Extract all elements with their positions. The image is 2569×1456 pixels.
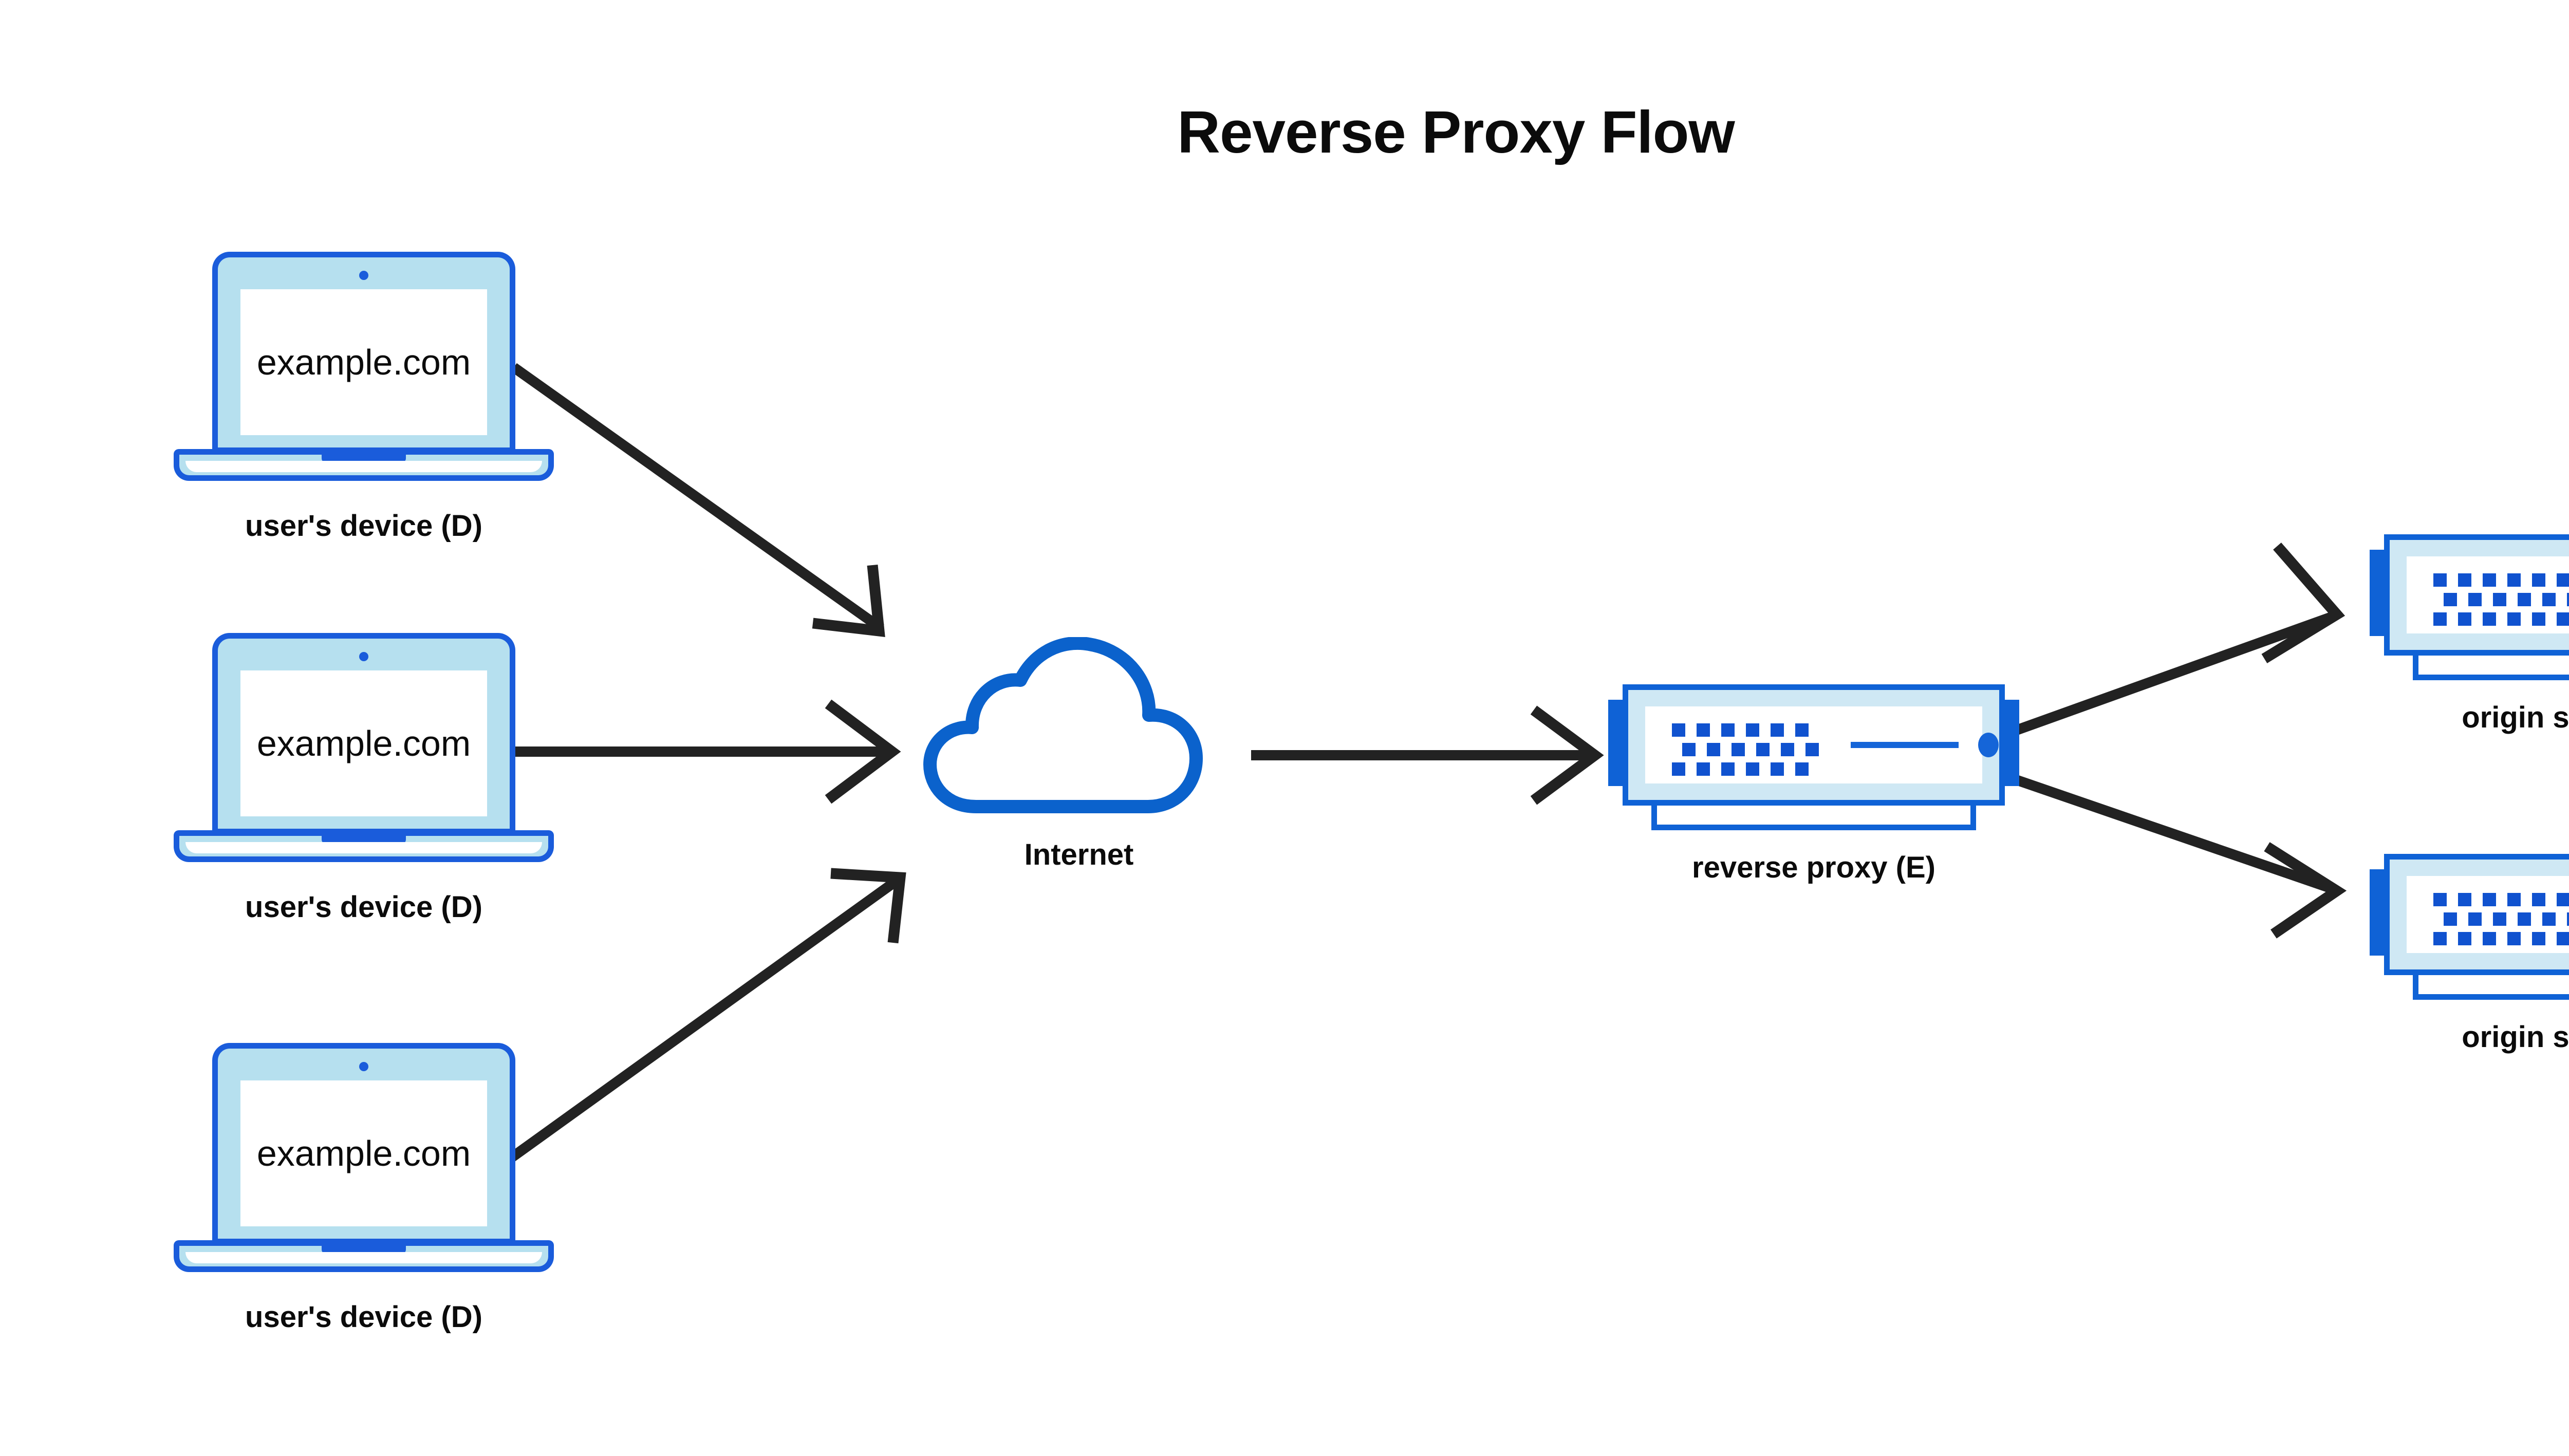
camera-icon bbox=[359, 1062, 368, 1071]
server-led-grid bbox=[2433, 893, 2569, 951]
node-origin-server-2[interactable]: origin server (F) bbox=[2370, 843, 2569, 1054]
node-origin-server-1[interactable]: origin server (F) bbox=[2370, 523, 2569, 734]
node-label-reverse-proxy: reverse proxy (E) bbox=[1692, 851, 1935, 884]
laptop-lid: example.com bbox=[212, 1043, 515, 1244]
server-status-line bbox=[1851, 742, 1959, 748]
laptop-lid: example.com bbox=[212, 633, 515, 834]
server-shelf bbox=[2413, 651, 2569, 680]
screen-url-text: example.com bbox=[256, 723, 471, 763]
server-status-dot bbox=[1978, 733, 1999, 757]
laptop-base bbox=[174, 449, 554, 481]
node-label-origin-server-1: origin server (F) bbox=[2462, 701, 2569, 734]
node-user-device-3[interactable]: example.com user's device (D) bbox=[174, 1043, 554, 1334]
server-shelf bbox=[1651, 801, 1976, 830]
camera-icon bbox=[359, 271, 368, 280]
page-title: Reverse Proxy Flow bbox=[1177, 99, 1735, 165]
server-front-panel bbox=[2407, 876, 2569, 953]
laptop-screen: example.com bbox=[240, 670, 487, 816]
laptop-base-underside bbox=[185, 842, 542, 853]
node-user-device-1[interactable]: example.com user's device (D) bbox=[174, 252, 554, 543]
cloud-icon bbox=[923, 637, 1203, 813]
server-led-grid bbox=[1672, 723, 1830, 782]
node-label-internet: Internet bbox=[1024, 838, 1134, 871]
screen-url-text: example.com bbox=[256, 342, 471, 382]
node-reverse-proxy[interactable]: reverse proxy (E) bbox=[1608, 673, 2019, 884]
server-chassis bbox=[1623, 684, 2005, 806]
server-front-panel bbox=[2407, 556, 2569, 633]
server-led-grid bbox=[2433, 573, 2569, 632]
camera-icon bbox=[359, 652, 368, 661]
laptop-screen: example.com bbox=[240, 289, 487, 435]
laptop-base bbox=[174, 830, 554, 862]
laptop-base-underside bbox=[185, 1252, 542, 1263]
arrow-proxy-to-origin2 bbox=[1990, 767, 2347, 939]
node-label-user-device-3: user's device (D) bbox=[245, 1300, 482, 1334]
laptop-screen: example.com bbox=[240, 1080, 487, 1226]
node-label-user-device-1: user's device (D) bbox=[245, 509, 482, 543]
server-shelf bbox=[2413, 971, 2569, 1000]
arrow-device2-to-internet bbox=[501, 699, 901, 804]
node-label-user-device-2: user's device (D) bbox=[245, 890, 482, 924]
screen-url-text: example.com bbox=[256, 1133, 471, 1173]
arrow-device3-to-internet bbox=[498, 868, 906, 1170]
arrow-internet-to-proxy bbox=[1251, 705, 1604, 805]
node-internet[interactable]: Internet bbox=[920, 637, 1238, 871]
laptop-base-underside bbox=[185, 461, 542, 472]
server-front-panel bbox=[1645, 706, 1999, 783]
arrow-device1-to-internet bbox=[511, 363, 885, 637]
server-chassis bbox=[2384, 534, 2569, 656]
server-chassis bbox=[2384, 854, 2569, 975]
laptop-lid: example.com bbox=[212, 252, 515, 453]
node-user-device-2[interactable]: example.com user's device (D) bbox=[174, 633, 554, 924]
arrow-proxy-to-origin1 bbox=[1990, 543, 2345, 744]
node-label-origin-server-2: origin server (F) bbox=[2462, 1020, 2569, 1054]
laptop-base bbox=[174, 1240, 554, 1272]
